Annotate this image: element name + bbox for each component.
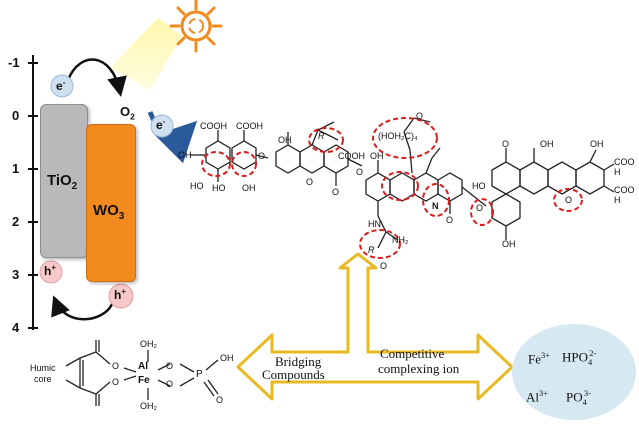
- ion-al3: Al3+: [526, 388, 548, 405]
- complex-atom-label: OH: [220, 353, 234, 363]
- axis-tick-label: 2: [12, 214, 20, 229]
- ion-hpo4: HPO42-: [562, 348, 597, 367]
- axis-tick-label: 4: [12, 320, 20, 335]
- wo3-band: WO3: [86, 124, 136, 282]
- wo3-label: WO3: [93, 202, 125, 222]
- molecule-group-label: COO: [614, 185, 635, 195]
- tio2-band: TiO2: [40, 104, 88, 258]
- humic-complex-structure: [65, 340, 219, 406]
- molecule-group-label: H: [614, 167, 621, 177]
- molecule-group-label: OH: [502, 239, 516, 249]
- complex-atom-label: O: [216, 395, 224, 405]
- complex-atom-label: Al: [138, 361, 148, 372]
- hole-transfer-arrow: [51, 295, 114, 321]
- molecule-group-label: COOH: [338, 151, 365, 161]
- competitive-label-line1: Competitive: [380, 346, 445, 361]
- molecule-group-label: H: [614, 195, 621, 205]
- complex-atom-label: O: [166, 361, 174, 371]
- molecule-group-label: OH: [178, 150, 192, 160]
- competitive-label-line2: complexing ion: [378, 361, 460, 376]
- molecule-group-label: O: [565, 195, 573, 205]
- electron-label-top: e-: [56, 78, 66, 93]
- electron-bubble-right: [150, 114, 174, 138]
- ion-po4: PO43-: [566, 388, 591, 407]
- hole-label-left: h+: [44, 263, 56, 278]
- molecule-group-label: OH: [540, 139, 554, 149]
- axis-tick-label: 3: [12, 267, 20, 282]
- complex-atom-label: OH₂: [140, 401, 157, 411]
- hole-bubble-left: [39, 260, 63, 284]
- molecule-group-label: O: [332, 187, 340, 197]
- humic-core-label-line2: core: [34, 374, 52, 384]
- sun-icon: [169, 0, 223, 53]
- bridging-competitive-arrow: [236, 252, 514, 401]
- complex-atom-label: OH₂: [140, 339, 157, 349]
- molecule-group-label: COOH: [236, 121, 263, 131]
- complex-atom-label: O: [112, 361, 120, 371]
- molecule-group-label: COOH: [200, 121, 227, 131]
- molecule-group-label: O: [356, 167, 364, 177]
- bridging-label-line2: Compounds: [262, 367, 325, 382]
- electron-label-right: e-: [156, 117, 166, 132]
- molecule-group-label: OH: [590, 139, 604, 149]
- molecule-group-label: HO: [472, 181, 486, 191]
- axis-tick-label: 1: [12, 161, 20, 176]
- complex-atom-label: P: [196, 369, 203, 380]
- molecule-group-label: O: [446, 215, 454, 225]
- ion-bubble: [512, 324, 636, 420]
- hole-label-right: h+: [114, 287, 126, 302]
- molecule-group-label: OH: [278, 135, 292, 145]
- tio2-label: TiO2: [47, 172, 78, 192]
- molecule-group-label: OH: [242, 183, 256, 193]
- molecule-group-label: HO: [190, 181, 204, 191]
- molecule-group-label: R: [368, 245, 375, 255]
- hole-bubble-right: [108, 283, 134, 309]
- bridging-label-line1: Bridging: [275, 354, 322, 369]
- molecule-group-label: O: [306, 177, 314, 187]
- complex-atom-label: Fe: [138, 375, 150, 386]
- molecule-group-label: COO: [614, 157, 635, 167]
- molecule-group-label: O: [476, 203, 484, 213]
- molecule-group-label: O: [502, 139, 510, 149]
- molecule-group-label: R: [318, 131, 325, 141]
- molecule-group-label: HO: [212, 183, 226, 193]
- humic-core-label-line1: Humic: [30, 363, 56, 373]
- electron-bubble-top: [50, 74, 74, 98]
- reactive-site-highlights: [201, 117, 583, 259]
- molecule-group-label: HN: [368, 219, 381, 229]
- complex-atom-label: O: [112, 377, 120, 387]
- molecule-group-label: O: [258, 151, 266, 161]
- molecule-group-label: OH: [370, 151, 384, 161]
- humic-molecule-structure: [190, 117, 615, 249]
- ion-fe3: Fe3+: [528, 350, 550, 367]
- complex-atom-label: O: [166, 379, 174, 389]
- light-beam: [110, 18, 182, 90]
- molecule-group-label: N: [432, 201, 439, 211]
- axis-tick-label: -1: [8, 55, 20, 70]
- oxygen-label: O2: [120, 104, 135, 122]
- molecule-group-label: O: [416, 111, 424, 121]
- electron-transfer-arrow: [66, 58, 127, 97]
- molecule-group-label: O: [380, 261, 388, 271]
- energy-axis: [28, 55, 38, 330]
- molecule-group-label: NH₂: [392, 235, 409, 245]
- molecule-group-label: (HOH₂C)₄: [378, 131, 418, 141]
- axis-tick-label: 0: [12, 108, 20, 123]
